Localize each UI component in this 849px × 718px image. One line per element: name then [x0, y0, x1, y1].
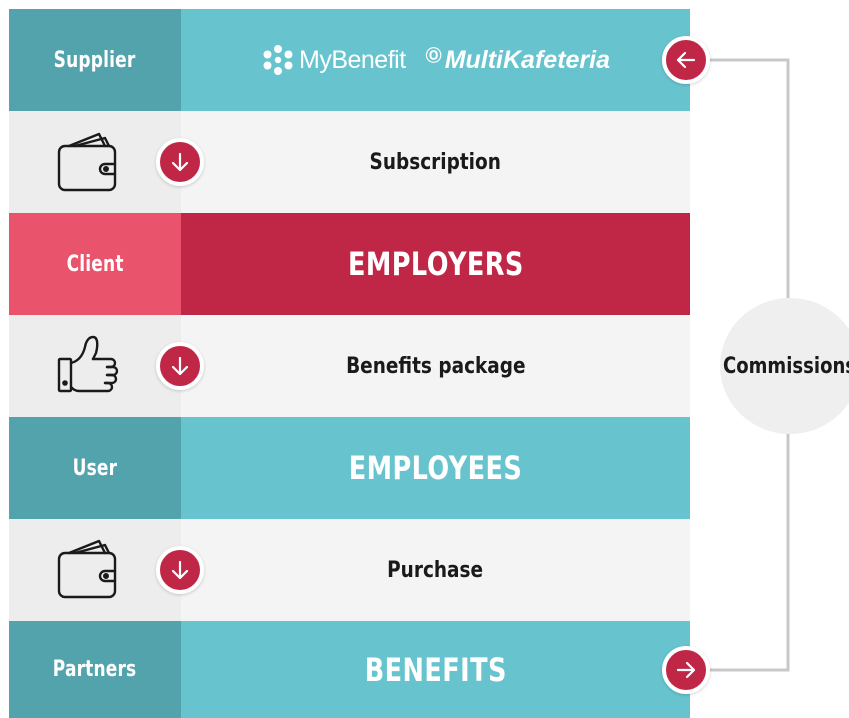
- purchase-row: Purchase: [9, 519, 690, 621]
- supplier-row: Supplier MyBenefit Ⓞ: [9, 9, 690, 111]
- benefits-package-row: Benefits package: [9, 315, 690, 417]
- supplier-label: Supplier: [54, 47, 136, 73]
- partners-label-cell: Partners: [9, 621, 181, 718]
- benefits-label: BENEFITS: [364, 650, 507, 689]
- partners-value-cell: BENEFITS: [181, 621, 690, 718]
- client-label: Client: [66, 251, 124, 277]
- user-value-cell: EMPLOYEES: [181, 417, 690, 519]
- mybenefit-text: MyBenefit: [299, 45, 406, 74]
- arrow-right-icon: [676, 661, 696, 679]
- partners-row: Partners BENEFITS: [9, 621, 690, 718]
- subscription-label: Subscription: [369, 149, 502, 175]
- purchase-label: Purchase: [387, 557, 484, 583]
- arrow-right-badge: [662, 646, 710, 694]
- arrow-down-icon: [171, 560, 189, 580]
- arrow-left-icon: [676, 51, 696, 69]
- mybenefit-logo: MyBenefit: [261, 43, 406, 77]
- employees-label: EMPLOYEES: [348, 449, 523, 487]
- benefits-package-label: Benefits package: [345, 353, 526, 379]
- commissions-label: Commissions: [723, 353, 849, 379]
- partners-label: Partners: [53, 657, 137, 682]
- flower-icon: [263, 45, 293, 75]
- arrow-down-icon: [171, 356, 189, 376]
- supplier-label-cell: Supplier: [9, 9, 181, 111]
- client-value-cell: EMPLOYERS: [181, 213, 690, 315]
- subscription-row: Subscription: [9, 111, 690, 213]
- thumbs-up-icon: [57, 335, 119, 393]
- client-row: Client EMPLOYERS: [9, 213, 690, 315]
- multikafeteria-text: MultiKafeteria: [444, 45, 610, 74]
- subscription-label-cell: Subscription: [181, 111, 690, 213]
- arrow-down-icon: [171, 152, 189, 172]
- arrow-down-badge: [156, 342, 204, 390]
- wallet-icon: [57, 539, 117, 599]
- user-row: User EMPLOYEES: [9, 417, 690, 519]
- benefits-package-icon-cell: [9, 315, 181, 417]
- user-label: User: [72, 455, 118, 481]
- client-label-cell: Client: [9, 213, 181, 315]
- user-label-cell: User: [9, 417, 181, 519]
- commissions-circle: Commissions: [720, 298, 849, 434]
- supplier-logos-cell: MyBenefit Ⓞ MultiKafeteria: [181, 9, 690, 111]
- subscription-icon-cell: [9, 111, 181, 213]
- multikafeteria-logo: Ⓞ MultiKafeteria: [426, 46, 610, 75]
- purchase-label-cell: Purchase: [181, 519, 690, 621]
- arrow-left-badge: [662, 36, 710, 84]
- employers-label: EMPLOYERS: [347, 245, 524, 283]
- arrow-down-badge: [156, 138, 204, 186]
- arrow-down-badge: [156, 546, 204, 594]
- purchase-icon-cell: [9, 519, 181, 621]
- benefits-package-label-cell: Benefits package: [181, 315, 690, 417]
- multikafeteria-mark-icon: Ⓞ: [425, 47, 442, 65]
- wallet-icon: [57, 132, 117, 192]
